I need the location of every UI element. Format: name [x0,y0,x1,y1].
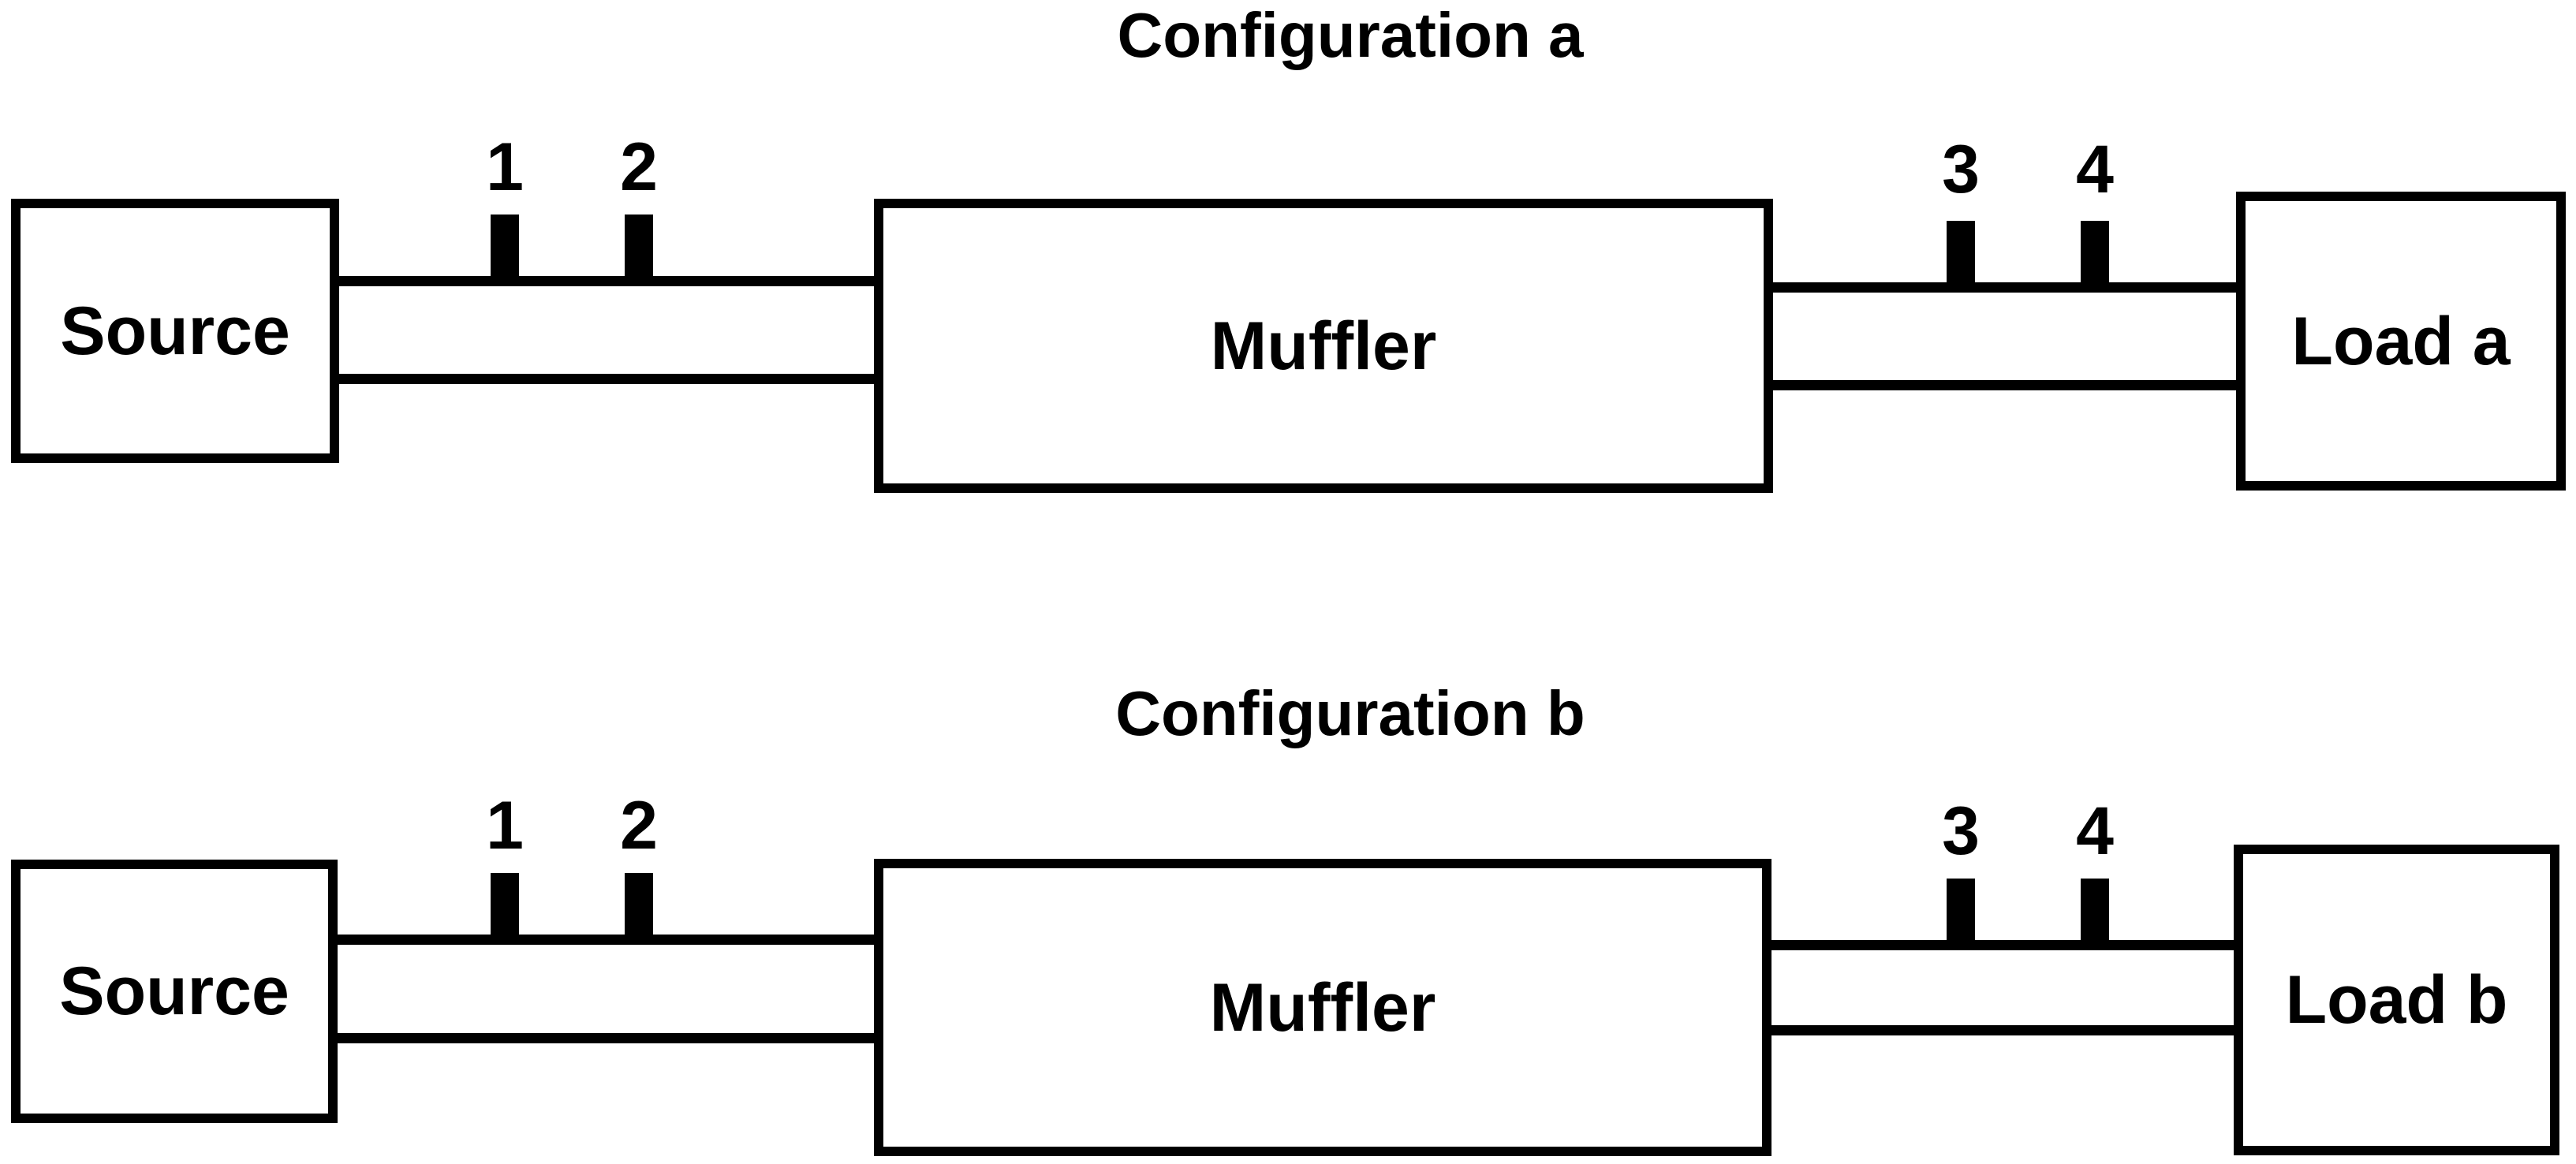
config-b-source-box: Source [11,860,338,1123]
config-a-muffler-label: Muffler [1210,308,1437,384]
config-b-sensor-tick-1 [491,873,519,935]
config-a-sensor-tick-3 [1947,221,1975,282]
config-a-sensor-tick-2 [625,215,653,276]
config-b-sensor-tick-2 [625,873,653,935]
config-a-title: Configuration a [1117,0,1584,70]
config-b-outlet-duct-upper-wall [1771,940,2234,950]
config-a-sensor-label-3: 3 [1942,132,1980,207]
config-b-inlet-duct-lower-wall [338,1033,874,1043]
config-a-inlet-duct-upper-wall [339,276,874,286]
config-b-sensor-label-2: 2 [620,788,658,864]
config-b-sensor-tick-4 [2081,879,2109,940]
config-a-inlet-duct-lower-wall [339,374,874,384]
config-b-outlet-duct-lower-wall [1771,1025,2234,1035]
config-a-source-box: Source [11,199,339,463]
config-a-source-label: Source [60,293,290,369]
config-b-inlet-duct-upper-wall [338,935,874,945]
config-b-sensor-label-3: 3 [1942,793,1980,869]
config-b-source-label: Source [59,953,289,1029]
config-a-sensor-tick-1 [491,215,519,276]
config-a-outlet-duct-lower-wall [1773,380,2236,390]
config-b-sensor-tick-3 [1947,879,1975,940]
config-a-load-box: Load a [2236,192,2566,491]
config-b-muffler-box: Muffler [874,859,1771,1156]
config-b-load-box: Load b [2234,845,2559,1155]
config-b-sensor-label-1: 1 [486,788,524,864]
config-a-sensor-label-4: 4 [2076,132,2114,207]
config-a-sensor-tick-4 [2081,221,2109,282]
config-b-muffler-label: Muffler [1209,969,1436,1046]
config-a-muffler-box: Muffler [874,199,1773,493]
config-a-outlet-duct-upper-wall [1773,282,2236,293]
config-a-load-label: Load a [2291,303,2511,379]
config-b-title: Configuration b [1115,678,1585,748]
config-b-sensor-label-4: 4 [2076,793,2114,869]
config-a-sensor-label-1: 1 [486,129,524,205]
config-b-load-label: Load b [2285,962,2508,1038]
config-a-sensor-label-2: 2 [620,129,658,205]
